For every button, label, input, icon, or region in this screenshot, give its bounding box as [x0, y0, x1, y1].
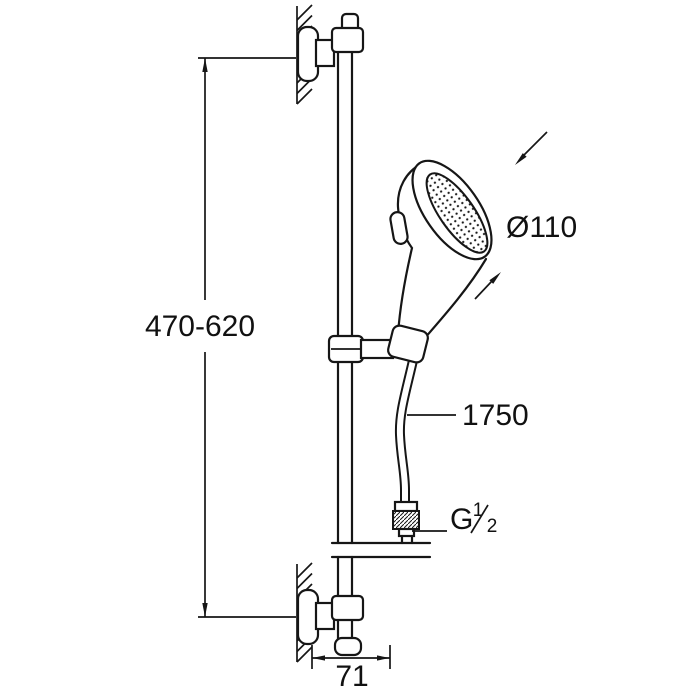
- thread-denominator-label: 2: [487, 516, 498, 537]
- head-diameter-dimension-label: Ø110: [506, 211, 577, 244]
- rail-height-dimension: 470-620: [145, 57, 296, 618]
- handle-holder-cup: [387, 324, 429, 364]
- thread-prefix-label: G: [450, 503, 473, 536]
- hand-shower-right-edge: [422, 257, 488, 341]
- rail-bottom-cap: [333, 636, 363, 657]
- hand-shower: [387, 159, 493, 364]
- rail-slider-holder: [327, 334, 395, 364]
- wall-offset-dimension: 71: [311, 645, 391, 693]
- bottom-wall-bracket: [296, 588, 365, 657]
- knurled-nut: [392, 510, 420, 530]
- hose-length-dimension-label: 1750: [462, 399, 529, 432]
- break-lines: [330, 541, 432, 559]
- shower-head-face: [425, 172, 489, 254]
- thread-size-annotation: G 1 2: [412, 500, 497, 537]
- rail-height-dimension-label: 470-620: [145, 310, 255, 343]
- wall-offset-dimension-label: 71: [335, 660, 368, 693]
- top-bracket-arm: [314, 38, 336, 68]
- head-diameter-dimension: Ø110: [474, 131, 577, 300]
- bottom-rail-clamp: [330, 594, 365, 622]
- hose-fitting: [392, 500, 420, 545]
- top-wall-bracket: [296, 12, 365, 83]
- top-rail-clamp: [330, 26, 365, 54]
- shower-hose: [394, 354, 419, 503]
- hose-length-dimension: 1750: [407, 399, 529, 432]
- thread-numerator-label: 1: [473, 500, 484, 521]
- diverter-button: [389, 211, 409, 245]
